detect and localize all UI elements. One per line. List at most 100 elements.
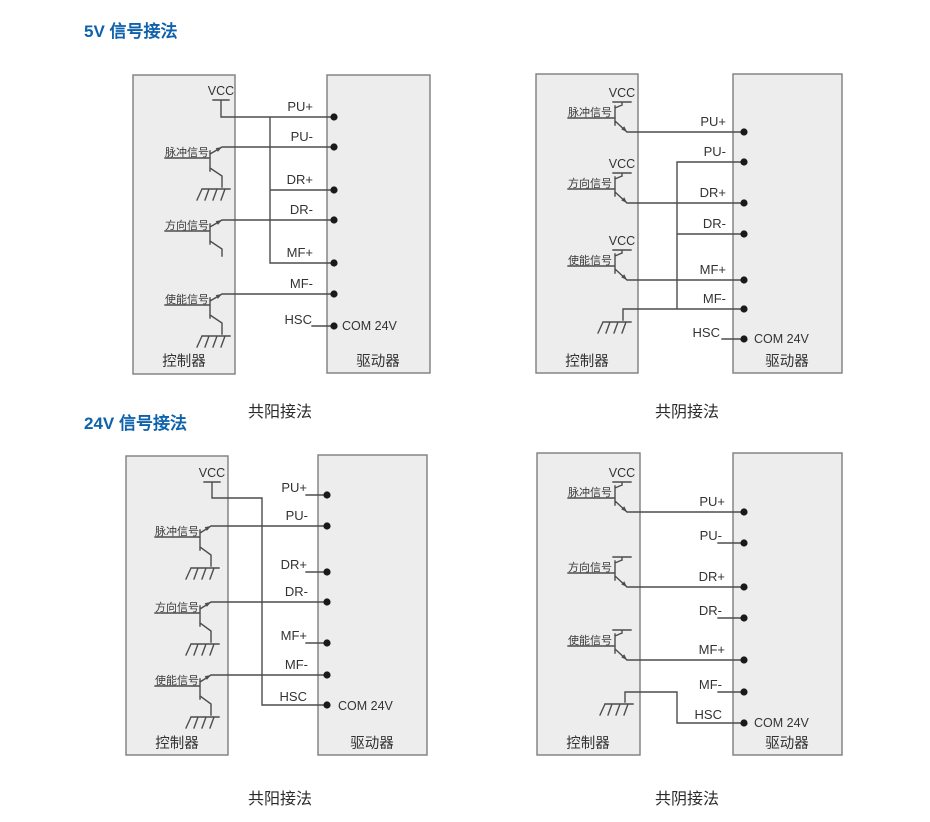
direction-signal-label: 方向信号: [155, 600, 199, 614]
terminal-dot-pu-plus: [330, 113, 338, 121]
terminal-dot-pu-plus: [740, 128, 748, 136]
terminal-label-pu-plus: PU+: [700, 114, 726, 129]
diagram-24v-common-anode: VCC 脉冲信号 方向信号 使能信号 PU+ PU- DR+ DR- MF+ M…: [125, 454, 428, 808]
controller-label: 控制器: [565, 353, 609, 370]
enable-signal-label: 使能信号: [568, 253, 612, 267]
controller-label: 控制器: [162, 353, 206, 370]
vcc-label: VCC: [609, 157, 635, 171]
hsc-label: HSC: [695, 707, 722, 722]
terminal-dot-pu-minus: [330, 143, 338, 151]
terminal-label-dr-plus: DR+: [281, 557, 307, 572]
terminal-dot-mf-plus: [323, 639, 331, 647]
circuit-lines: [567, 481, 745, 724]
vcc-label: VCC: [199, 466, 225, 480]
terminal-label-dr-plus: DR+: [700, 185, 726, 200]
terminal-dot-com: [323, 701, 331, 709]
driver-label: 驱动器: [765, 353, 809, 370]
transistor-arrows: [621, 506, 627, 660]
controller-label: 控制器: [155, 735, 199, 752]
terminal-dot-mf-plus: [330, 259, 338, 267]
terminal-label-mf-plus: MF+: [281, 628, 307, 643]
caption-common-cathode: 共阴接法: [655, 403, 719, 421]
terminal-label-dr-plus: DR+: [287, 172, 313, 187]
driver-box: [732, 73, 843, 374]
terminal-dot-mf-minus: [323, 671, 331, 679]
com-24v-label: COM 24V: [342, 319, 398, 333]
com-24v-label: COM 24V: [754, 332, 810, 346]
com-24v-label: COM 24V: [754, 716, 810, 730]
terminal-label-dr-minus: DR-: [703, 216, 726, 231]
terminal-dot-com: [740, 335, 748, 343]
terminal-label-pu-plus: PU+: [281, 480, 307, 495]
driver-label: 驱动器: [356, 353, 400, 370]
terminal-dot-mf-plus: [740, 656, 748, 664]
driver-box: [317, 454, 428, 756]
terminal-dot-dr-plus: [740, 199, 748, 207]
vcc-label: VCC: [609, 234, 635, 248]
section-title-24v: 24V 信号接法: [84, 413, 187, 433]
terminal-label-mf-minus: MF-: [699, 677, 722, 692]
direction-signal-label: 方向信号: [568, 176, 612, 190]
terminal-dot-dr-plus: [323, 568, 331, 576]
terminal-dot-dr-minus: [330, 216, 338, 224]
terminal-label-dr-plus: DR+: [699, 569, 725, 584]
terminal-dot-pu-minus: [740, 158, 748, 166]
pulse-signal-label: 脉冲信号: [568, 485, 612, 499]
terminal-dot-com: [330, 322, 338, 330]
terminal-dot-pu-minus: [740, 539, 748, 547]
diagram-5v-common-anode: VCC 脉冲信号 方向信号 使能信号 PU+ PU- DR+ DR- MF+ M…: [132, 74, 431, 421]
terminal-dot-dr-plus: [740, 583, 748, 591]
driver-label: 驱动器: [350, 735, 394, 752]
circuit-lines: [567, 101, 745, 340]
enable-signal-label: 使能信号: [165, 292, 209, 306]
diagram-5v-common-cathode: VCC VCC VCC 脉冲信号 方向信号 使能信号 PU+ PU- DR+ D…: [535, 73, 843, 421]
terminal-dot-mf-minus: [330, 290, 338, 298]
terminal-dot-pu-plus: [323, 491, 331, 499]
terminal-label-mf-plus: MF+: [287, 245, 313, 260]
transistor-arrows: [204, 526, 211, 680]
section-title-5v: 5V 信号接法: [84, 21, 178, 41]
terminal-label-pu-minus: PU-: [700, 528, 722, 543]
terminal-label-dr-minus: DR-: [290, 202, 313, 217]
terminal-dot-dr-minus: [740, 230, 748, 238]
enable-signal-label: 使能信号: [568, 633, 612, 647]
diagram-24v-common-cathode: VCC 脉冲信号 方向信号 使能信号 PU+ PU- DR+ DR- MF+ M…: [536, 452, 843, 808]
driver-box: [326, 74, 431, 374]
enable-signal-label: 使能信号: [155, 673, 199, 687]
direction-signal-label: 方向信号: [165, 218, 209, 232]
vcc-label: VCC: [208, 84, 234, 98]
terminal-dot-dr-plus: [330, 186, 338, 194]
terminal-label-mf-plus: MF+: [699, 642, 725, 657]
terminal-dot-mf-plus: [740, 276, 748, 284]
vcc-label: VCC: [609, 86, 635, 100]
pulse-signal-label: 脉冲信号: [155, 524, 199, 538]
terminal-label-pu-minus: PU-: [704, 144, 726, 159]
direction-signal-label: 方向信号: [568, 560, 612, 574]
terminal-label-mf-minus: MF-: [285, 657, 308, 672]
driver-box: [732, 452, 843, 756]
hsc-label: HSC: [280, 689, 307, 704]
driver-label: 驱动器: [765, 735, 809, 752]
transistor-arrows: [215, 147, 222, 299]
controller-box: [535, 73, 639, 374]
terminal-dot-com: [740, 719, 748, 727]
terminal-label-pu-minus: PU-: [291, 129, 313, 144]
com-24v-label: COM 24V: [338, 699, 394, 713]
terminal-dot-dr-minus: [323, 598, 331, 606]
terminal-dot-mf-minus: [740, 688, 748, 696]
terminal-label-mf-minus: MF-: [703, 291, 726, 306]
vcc-label: VCC: [609, 466, 635, 480]
caption-common-anode: 共阳接法: [248, 790, 312, 808]
controller-label: 控制器: [566, 735, 610, 752]
caption-common-cathode: 共阴接法: [655, 790, 719, 808]
hsc-label: HSC: [693, 325, 720, 340]
terminal-label-pu-minus: PU-: [286, 508, 308, 523]
caption-common-anode: 共阳接法: [248, 403, 312, 421]
terminal-label-dr-minus: DR-: [285, 584, 308, 599]
pulse-signal-label: 脉冲信号: [568, 105, 612, 119]
controller-box: [125, 455, 229, 756]
terminal-dot-pu-plus: [740, 508, 748, 516]
terminal-dot-dr-minus: [740, 614, 748, 622]
